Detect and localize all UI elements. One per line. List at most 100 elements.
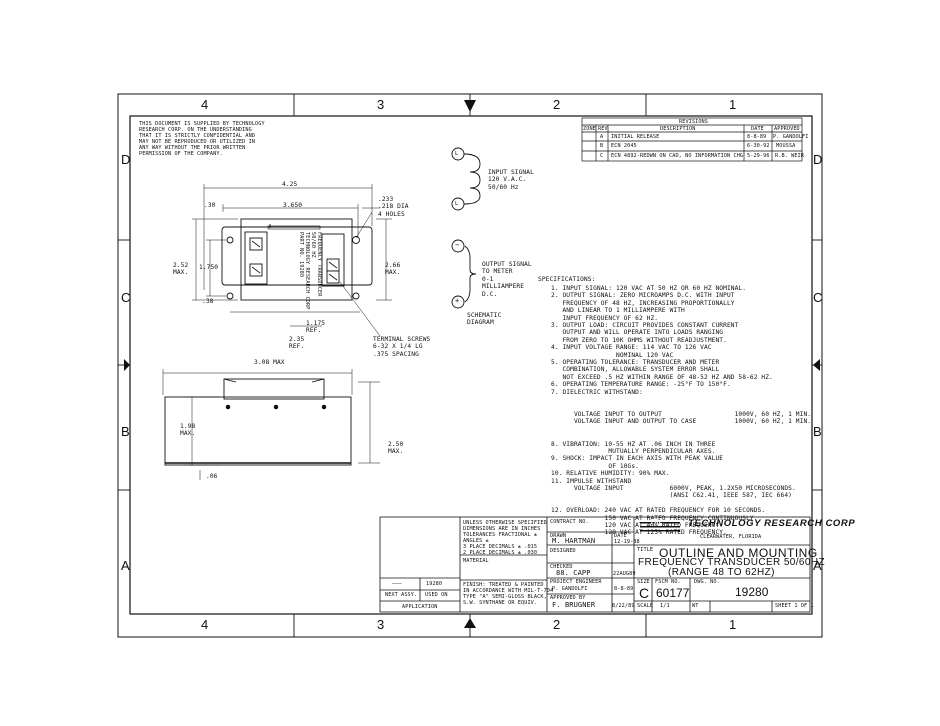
drawn-date: 12-19-88 bbox=[614, 539, 640, 545]
zone-right-c: C bbox=[813, 290, 823, 305]
rev-b-letter: B bbox=[600, 143, 604, 149]
material-label: MATERIAL bbox=[463, 558, 489, 564]
drawn-by: M. HARTMAN bbox=[552, 537, 596, 545]
schematic-input-label: INPUT SIGNAL 120 V.A.C. 50/60 Hz bbox=[488, 169, 534, 191]
dim-hole-dia: .233 .218 DIA 4 HOLES bbox=[378, 196, 409, 218]
terminal-plus-icon: + bbox=[455, 297, 460, 305]
rev-a-date: 8-8-89 bbox=[747, 134, 767, 140]
used-on-label: USED ON bbox=[425, 592, 448, 598]
contract-label: CONTRACT NO. bbox=[550, 519, 589, 525]
zone-top-4: 4 bbox=[201, 97, 209, 112]
rev-header-zone: ZONE bbox=[583, 126, 596, 132]
project-engineer-date: 8-8-89 bbox=[614, 586, 634, 592]
drawing-title-line3: (RANGE 48 TO 62HZ) bbox=[668, 567, 775, 578]
zone-bottom-1: 1 bbox=[729, 617, 737, 632]
revisions-title: REVISIONS bbox=[679, 119, 709, 125]
rev-header-approved: APPROVED bbox=[774, 126, 800, 132]
company-location: CLEARWATER, FLORIDA bbox=[700, 534, 762, 540]
rev-header-description: DESCRIPTION bbox=[660, 126, 696, 132]
size-label: SIZE bbox=[637, 579, 650, 585]
rev-a-description: INITIAL RELEASE bbox=[611, 134, 660, 140]
rev-c-date: 5-29-96 bbox=[747, 153, 770, 159]
dim-bottom-edge: .38 bbox=[202, 298, 214, 305]
drawn-date-label: DATE bbox=[614, 533, 627, 539]
dim-ref-small: 1.175 REF. bbox=[306, 320, 326, 335]
zone-bottom-3: 3 bbox=[377, 617, 385, 632]
rev-c-letter: C bbox=[600, 153, 604, 159]
company-name: TECHNOLOGY RESEARCH CORP bbox=[688, 518, 856, 529]
specifications-list: 1. INPUT SIGNAL: 120 VAC AT 50 HZ OR 60 … bbox=[551, 285, 812, 537]
fscm-label: FSCM NO. bbox=[655, 579, 681, 585]
confidentiality-notice: THIS DOCUMENT IS SUPPLIED BY TECHNOLOGY … bbox=[139, 121, 265, 157]
coil-terminal-1: L bbox=[455, 151, 459, 157]
specs-title: SPECIFICATIONS: bbox=[538, 276, 596, 283]
terminal-minus-icon: − bbox=[455, 241, 460, 249]
dim-side-left: 1.98 MAX. bbox=[180, 423, 196, 438]
approved-label: APPROVED BY bbox=[550, 595, 586, 601]
trc-logo bbox=[640, 522, 680, 532]
schematic-caption: SCHEMATIC DIAGRAM bbox=[467, 312, 502, 327]
sheet-number: SHEET 1 OF 1 bbox=[775, 603, 814, 609]
center-mark-left bbox=[124, 359, 130, 371]
rev-b-approved: MOUSSA bbox=[776, 143, 796, 149]
scale-label: SCALE bbox=[637, 603, 654, 609]
zone-right-b: B bbox=[813, 424, 822, 439]
rev-header-rev: REV bbox=[598, 126, 608, 132]
drawn-label: DRAWN bbox=[550, 533, 567, 539]
zone-left-c: C bbox=[121, 290, 131, 305]
next-assy-label: NEXT ASSY. bbox=[385, 592, 418, 598]
tolerances-note: UNLESS OTHERWISE SPECIFIED DIMENSIONS AR… bbox=[463, 520, 547, 556]
zone-top-2: 2 bbox=[553, 97, 561, 112]
drawing-title-line1: OUTLINE AND MOUNTING bbox=[659, 546, 818, 560]
zone-right-a: A bbox=[813, 558, 822, 573]
dim-terminal-screws: TERMINAL SCREWS 6-32 X 1/4 LG .375 SPACI… bbox=[373, 336, 431, 358]
rev-c-description: ECN 4892-REDWN ON CAD, NO INFORMATION CH… bbox=[611, 153, 744, 159]
scale-value: 1/1 bbox=[660, 603, 670, 609]
application-part-no: 19280 bbox=[426, 581, 443, 587]
label-plate: FREQUENCY TRANSDUCER 50/60 HZ TECHNOLOGY… bbox=[298, 232, 322, 310]
approved-date: 8/22/89 bbox=[612, 603, 635, 609]
dim-edge: .30 bbox=[204, 202, 216, 209]
rev-b-date: 6-30-92 bbox=[747, 143, 770, 149]
rev-a-letter: A bbox=[600, 134, 604, 140]
dim-overall-width: 4.25 bbox=[282, 181, 298, 188]
project-engineer: P. GANDOLFI bbox=[552, 586, 588, 592]
zone-bottom-4: 4 bbox=[201, 617, 209, 632]
dim-height-max: 2.52 MAX. bbox=[173, 262, 189, 277]
schematic-output-label: OUTPUT SIGNAL TO METER 0-1 MILLIAMPERE D… bbox=[482, 261, 532, 298]
project-engineer-label: PROJECT ENGINEER bbox=[550, 579, 602, 585]
rev-a-approved: P. GANDOLFI bbox=[773, 134, 809, 140]
drawing-number: 19280 bbox=[735, 585, 769, 599]
title-label: TITLE bbox=[637, 547, 654, 553]
dim-side-width: 3.08 MAX bbox=[254, 359, 285, 366]
checked-label: CHECKED bbox=[550, 564, 573, 570]
dwg-label: DWG. NO. bbox=[694, 579, 720, 585]
dim-hole-spacing: 1.750 bbox=[199, 264, 219, 271]
zone-left-b: B bbox=[121, 424, 130, 439]
dim-ref-large: 2.35 REF. bbox=[289, 336, 305, 351]
coil-terminal-2: L bbox=[455, 201, 459, 207]
zone-top-3: 3 bbox=[377, 97, 385, 112]
finish-note: FINISH: TREATED & PAINTED IN ACCORDANCE … bbox=[463, 582, 554, 606]
sheet-size: C bbox=[639, 585, 650, 601]
zone-top-1: 1 bbox=[729, 97, 737, 112]
zone-left-d: D bbox=[121, 152, 131, 167]
fscm-number: 60177 bbox=[656, 586, 690, 600]
logo-text: TRC bbox=[650, 518, 663, 526]
designed-label: DESIGNED bbox=[550, 548, 576, 554]
weight-label: WT bbox=[692, 603, 699, 609]
dim-side-height: 2.50 MAX. bbox=[388, 441, 404, 456]
dim-right-max: 2.66 MAX. bbox=[385, 262, 401, 277]
next-assy-dash: ——— bbox=[392, 581, 402, 587]
rev-b-description: ECN 2045 bbox=[611, 143, 637, 149]
dim-inner-width: 3.650 bbox=[283, 202, 303, 209]
rev-c-approved: R.B. WEIR bbox=[775, 153, 805, 159]
rev-header-date: DATE bbox=[751, 126, 764, 132]
approved-by: F. BRUGNER bbox=[552, 601, 596, 609]
zone-bottom-2: 2 bbox=[553, 617, 561, 632]
zone-right-d: D bbox=[813, 152, 823, 167]
dim-base: .06 bbox=[206, 473, 218, 480]
checked-date: 22AUG89 bbox=[613, 571, 636, 577]
